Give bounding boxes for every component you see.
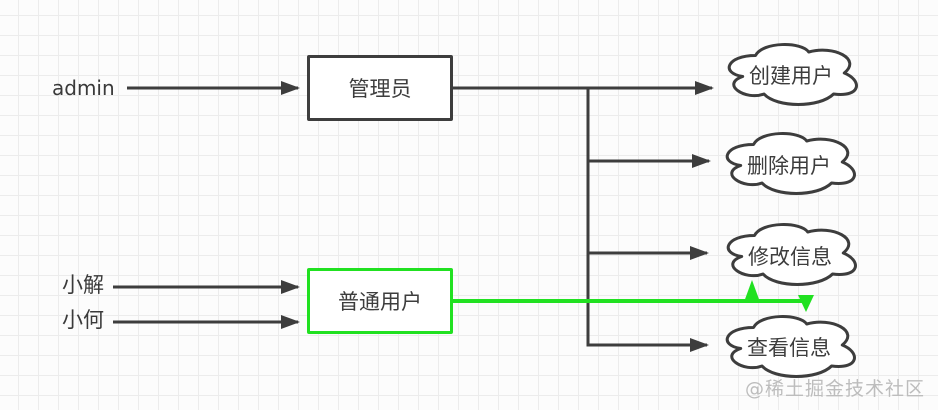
connector-manager-to-view-info: [586, 253, 709, 352]
actor-label-xiaohe: 小何: [62, 308, 104, 332]
actor-label-xiaojie: 小解: [62, 273, 104, 297]
watermark-text: @稀土掘金技术社区: [744, 378, 925, 400]
node-manager: 管理员: [307, 55, 453, 121]
node-normal-user-label: 普通用户: [338, 290, 422, 314]
green-arrow-down-to-view-info: [798, 295, 814, 312]
actor-label-admin: admin: [52, 76, 115, 100]
connector-manager-to-modify-info: [586, 161, 709, 260]
node-normal-user: 普通用户: [307, 268, 453, 334]
cloud-label-delete-user: 删除用户: [747, 154, 831, 178]
cloud-label-modify-info: 修改信息: [748, 245, 832, 269]
node-manager-label: 管理员: [348, 77, 412, 101]
connector-manager-to-delete-user: [586, 88, 711, 168]
cloud-label-view-info: 查看信息: [747, 336, 831, 360]
cloud-label-create-user: 创建用户: [749, 64, 833, 88]
green-arrow-up-to-modify-info: [744, 280, 760, 302]
